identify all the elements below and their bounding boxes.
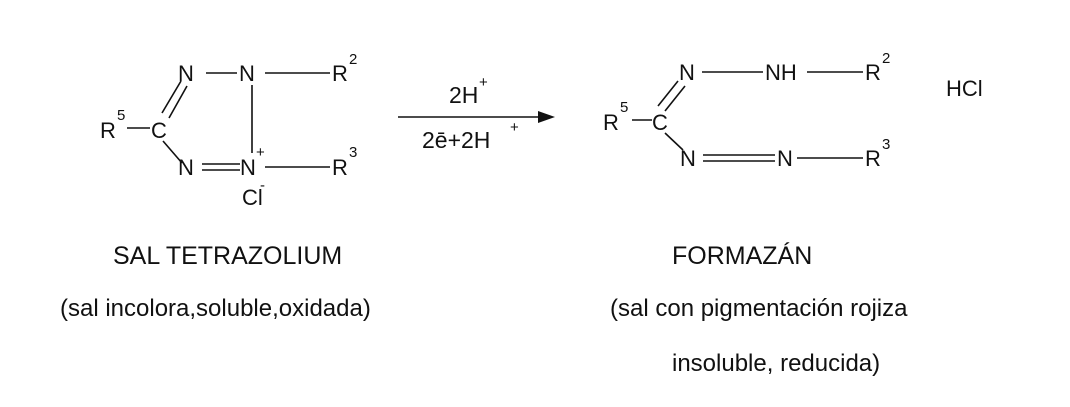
atom-n-bottom-left: N <box>680 146 696 171</box>
bond-c-n-top-double-b <box>664 85 686 112</box>
atom-r2-superscript: 2 <box>882 50 890 67</box>
atom-cl-charge: - <box>260 177 265 194</box>
atom-r2: R <box>865 60 881 85</box>
reactant-name: SAL TETRAZOLIUM <box>113 242 343 270</box>
product-description-line1: (sal con pigmentación rojiza <box>610 295 908 322</box>
atom-n2: N <box>239 61 255 86</box>
bond-c-n4 <box>162 140 183 164</box>
atom-n-bottom-right: N <box>777 146 793 171</box>
product-name: FORMAZÁN <box>672 242 813 270</box>
atom-r3-superscript: 3 <box>882 136 890 153</box>
atom-r3: R <box>865 146 881 171</box>
reaction-arrow-group: 2H + 2ē+2H + <box>398 74 555 153</box>
tetrazolium-structure: R 5 C N N R 2 N N + R 3 Cl - <box>100 51 357 210</box>
bond-c-n1-double-b <box>168 85 188 119</box>
arrow-label-bottom: 2ē+2H <box>422 127 490 153</box>
formazan-structure: R 5 C N NH R 2 HCl N N R 3 <box>603 50 983 171</box>
bond-c-n-top-double-a <box>657 80 679 107</box>
product-description-line2: insoluble, reducida) <box>672 350 881 377</box>
atom-r5: R <box>603 110 619 135</box>
atom-r5: R <box>100 118 116 143</box>
atom-r5-superscript: 5 <box>117 107 125 124</box>
atom-c: C <box>151 118 167 143</box>
atom-r2-superscript: 2 <box>349 51 357 68</box>
arrow-label-bottom-superscript: + <box>510 119 519 136</box>
atom-r5-superscript: 5 <box>620 99 628 116</box>
arrow-label-top-superscript: + <box>479 74 488 91</box>
reaction-arrow-head <box>538 111 555 123</box>
atom-r3: R <box>332 155 348 180</box>
bond-c-n1-double-a <box>161 80 182 114</box>
atom-n1: N <box>178 61 194 86</box>
atom-n-top: N <box>679 60 695 85</box>
bond-c-n-bottom <box>664 132 684 151</box>
atom-nh: NH <box>765 60 797 85</box>
atom-n3: N <box>240 155 256 180</box>
atom-c: C <box>652 110 668 135</box>
atom-cl: Cl <box>242 185 263 210</box>
reactant-description: (sal incolora,soluble,oxidada) <box>60 295 371 322</box>
arrow-label-top: 2H <box>449 82 478 108</box>
atom-n4: N <box>178 155 194 180</box>
atom-n3-charge: + <box>256 144 265 161</box>
atom-r2: R <box>332 61 348 86</box>
hcl-label: HCl <box>946 76 983 101</box>
atom-r3-superscript: 3 <box>349 144 357 161</box>
